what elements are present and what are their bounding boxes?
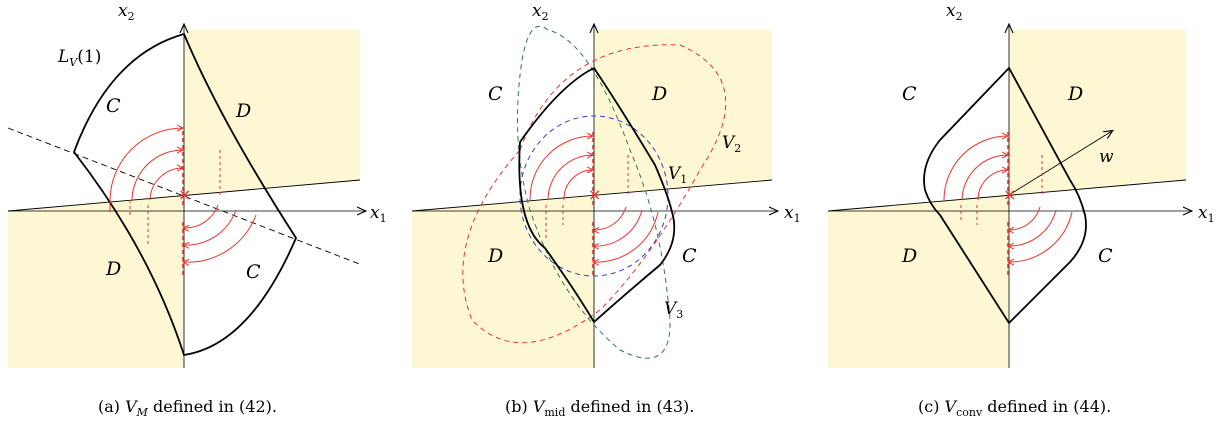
- region-d-shade-upper: [1009, 30, 1186, 195]
- x1-label: x1: [784, 203, 801, 225]
- level-set-curve: [923, 66, 1087, 325]
- region-d-shade-lower: [8, 195, 184, 368]
- trajectories-c: [943, 132, 1073, 275]
- region-c-lower-label: C: [246, 261, 261, 283]
- switching-line: [7, 179, 361, 212]
- region-c-upper-label: C: [106, 95, 121, 117]
- x1-label: x1: [370, 203, 387, 225]
- x2-label: x2: [118, 1, 135, 23]
- level-set-curve: [72, 32, 298, 357]
- caption-c: (c) Vconv defined in (44).: [918, 397, 1111, 419]
- x2-label: x2: [532, 1, 549, 23]
- level-set-curve: [518, 66, 676, 324]
- region-c-lower-label: C: [682, 245, 697, 267]
- region-d-shade-lower: [828, 195, 1009, 368]
- panel-b: × x2 x1 C D D C V1 V2 V3 (b) Vmid define…: [411, 1, 801, 419]
- origin-mark: ×: [588, 185, 601, 204]
- x2-label: x2: [946, 1, 963, 23]
- switching-line: [411, 179, 773, 212]
- x1-label: x1: [1198, 203, 1215, 225]
- region-d-lower-label: D: [901, 245, 917, 267]
- vector-w-label: w: [1099, 147, 1114, 167]
- region-d-upper-label: D: [235, 100, 251, 122]
- region-d-upper-label: D: [1067, 83, 1083, 105]
- caption-b: (b) Vmid defined in (43).: [505, 397, 694, 419]
- curve-v3-label: V3: [664, 299, 683, 321]
- region-d-lower-label: D: [105, 258, 121, 280]
- dashed-diagonal: [7, 127, 363, 266]
- origin-mark: ×: [1003, 185, 1016, 204]
- region-d-upper-label: D: [651, 83, 667, 105]
- region-d-lower-label: D: [487, 245, 503, 267]
- panel-c: × x2 x1 C D D C w (c) Vconv defined in (…: [827, 1, 1215, 419]
- region-c-upper-label: C: [902, 83, 917, 105]
- region-c-lower-label: C: [1098, 245, 1113, 267]
- region-d-shade-upper: [184, 30, 360, 195]
- trajectories-a: [109, 128, 257, 278]
- level-set-label: LV(1): [57, 47, 101, 69]
- panel-a: × x2 x1 LV(1) C D D C (a) VM defined in …: [7, 1, 387, 419]
- region-c-upper-label: C: [488, 83, 503, 105]
- origin-mark: ×: [178, 185, 191, 204]
- curve-v2-label: V2: [722, 133, 741, 155]
- region-d-shade-lower: [412, 195, 594, 368]
- switching-line: [827, 179, 1187, 212]
- curve-v1-label: V1: [668, 164, 687, 186]
- curve-v3: [517, 25, 671, 359]
- trajectories-b: [529, 132, 659, 275]
- vector-w: [1008, 131, 1112, 196]
- caption-a: (a) VM defined in (42).: [98, 397, 277, 419]
- region-d-shade-upper: [594, 30, 772, 195]
